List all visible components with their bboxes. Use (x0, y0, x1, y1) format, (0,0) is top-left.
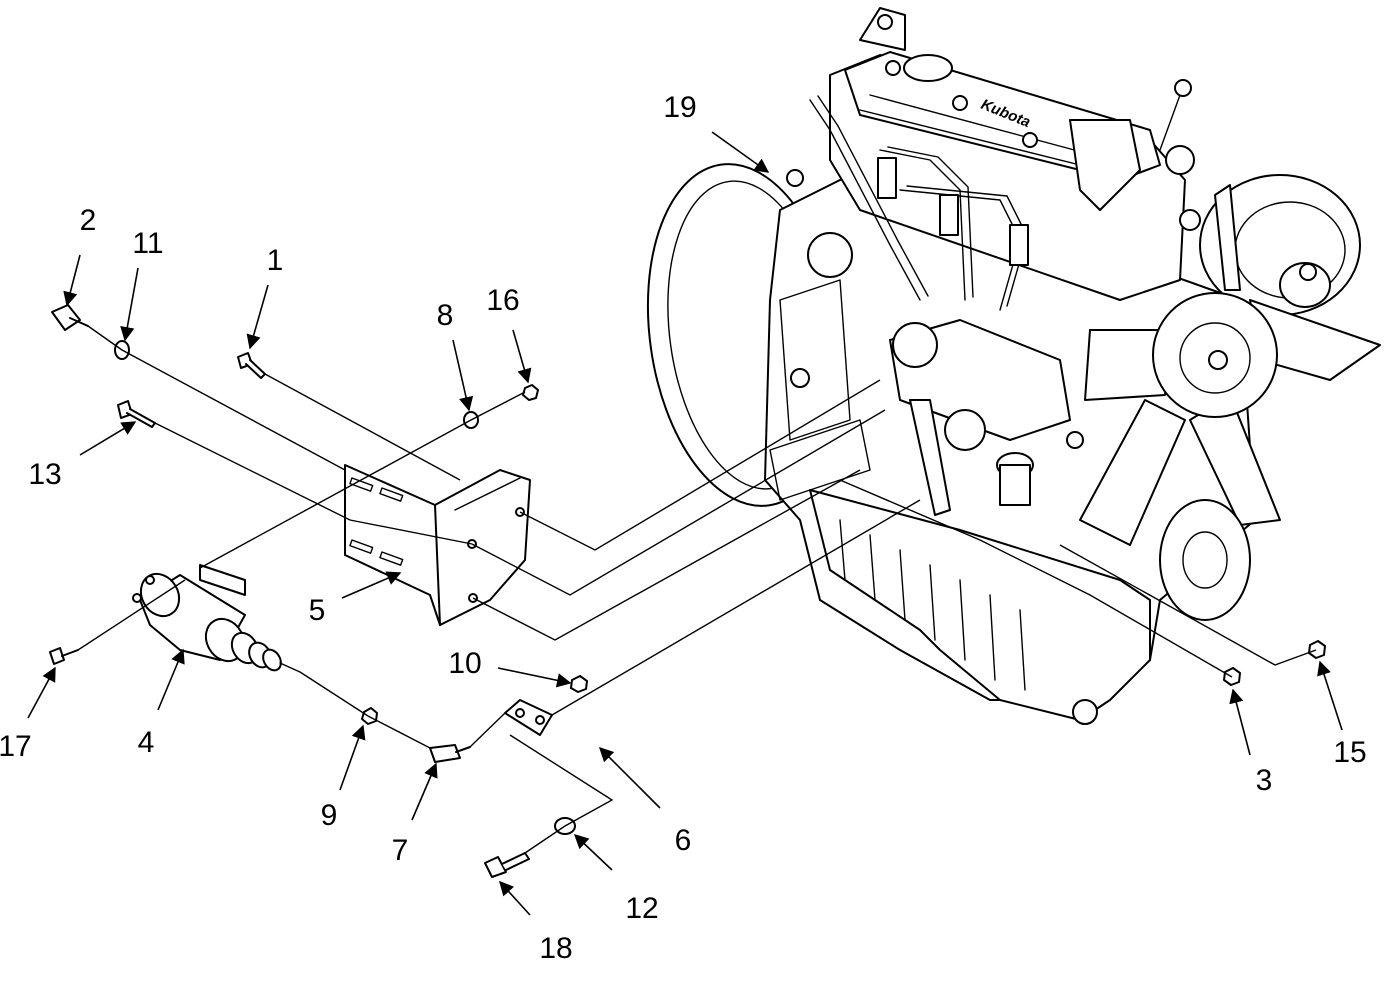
callout-18: 18 (539, 932, 572, 965)
callout-9: 9 (321, 799, 338, 832)
leader-13 (79, 421, 137, 456)
leader-8 (452, 339, 474, 412)
callout-1: 1 (267, 244, 284, 277)
fasteners (49, 304, 1326, 878)
engine-block: Kubota (764, 7, 1381, 725)
bolt-part-13 (117, 400, 156, 428)
engine-assembly: Kubota (646, 7, 1381, 725)
leader-12 (120, 267, 139, 342)
bolt-part-17 (49, 647, 79, 665)
callout-10: 10 (448, 647, 481, 680)
leader-17 (27, 666, 56, 719)
callout-19: 19 (663, 91, 696, 124)
solenoid-part-4 (132, 564, 301, 673)
callout-6: 6 (675, 824, 692, 857)
leader-19 (711, 131, 770, 173)
callout-2: 2 (80, 204, 97, 237)
leader-5 (341, 571, 402, 599)
bolt-part-2 (51, 304, 89, 331)
callout-7: 7 (392, 834, 409, 867)
leader-6 (598, 746, 661, 809)
assembly-lines (77, 325, 1317, 854)
leader-16 (512, 329, 532, 384)
leader-2 (63, 254, 81, 307)
leader-arrows (27, 131, 1343, 916)
plate-part-6 (504, 699, 553, 736)
nut-part-10 (570, 675, 588, 693)
pin-part-7 (429, 744, 471, 763)
callout-3: 3 (1256, 764, 1273, 797)
callout-12: 11 (132, 227, 163, 260)
callout-17: 17 (0, 730, 32, 763)
callout-4: 4 (138, 726, 155, 759)
callout-labels: 2 11 1 8 16 13 5 17 4 9 7 10 6 12 18 3 1… (0, 91, 1367, 965)
leader-11 (573, 834, 613, 871)
nut-part-16 (522, 384, 539, 401)
leader-9 (339, 724, 366, 791)
callout-15: 15 (1333, 736, 1366, 769)
callout-16: 16 (486, 284, 519, 317)
leader-4 (157, 648, 185, 711)
leader-7 (411, 762, 438, 821)
leader-10 (497, 667, 572, 688)
bolt-part-18 (484, 852, 530, 878)
bolt-part-1 (237, 352, 266, 379)
callout-13: 13 (28, 458, 61, 491)
bracket-part-5 (344, 464, 531, 626)
leader-3 (1229, 688, 1251, 756)
callout-11: 12 (625, 892, 658, 925)
callout-8: 8 (437, 299, 454, 332)
nut-part-15 (1308, 640, 1326, 659)
leader-1 (246, 284, 269, 350)
leader-15 (1317, 660, 1343, 731)
cooling-fan (1079, 184, 1381, 546)
leader-18 (499, 880, 531, 916)
callout-5: 5 (309, 594, 326, 627)
